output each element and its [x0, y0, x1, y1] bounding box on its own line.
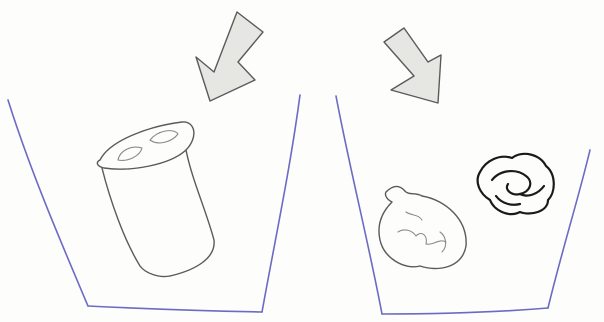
left-arrow-icon — [195, 11, 264, 102]
right-bin — [335, 95, 591, 315]
right-arrow-icon — [383, 27, 442, 104]
crumpled-paper-pencil-icon — [378, 185, 467, 270]
left-panel — [7, 11, 301, 313]
left-bin — [7, 94, 301, 313]
right-panel — [335, 27, 591, 315]
crumpled-paper-ink-icon — [476, 152, 555, 216]
cup-icon — [96, 121, 215, 278]
